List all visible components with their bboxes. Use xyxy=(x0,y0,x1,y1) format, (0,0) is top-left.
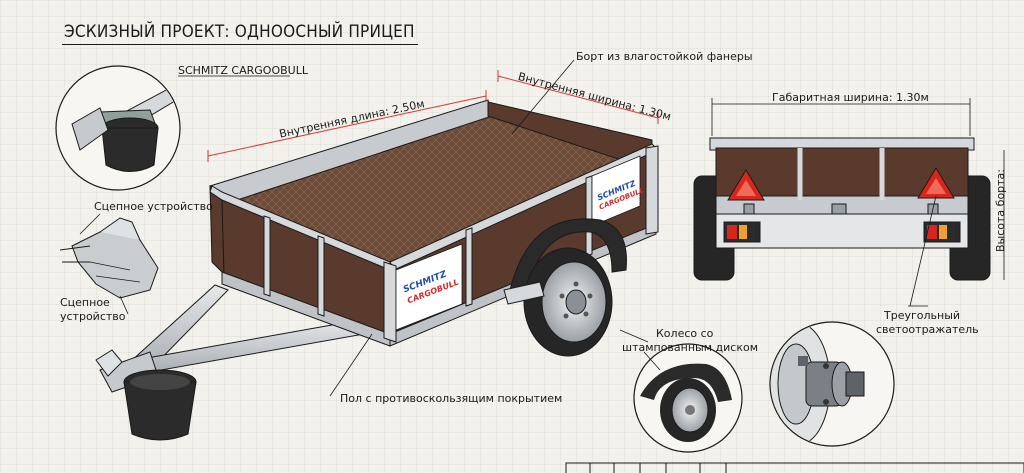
rear-view xyxy=(693,137,991,281)
coupling-detail-closeup xyxy=(59,217,159,299)
overall-width-label: Габаритная ширина: 1.30м xyxy=(772,91,929,104)
wheel-label-line1: Колесо со xyxy=(656,327,714,340)
reflector-label-line1: Треугольный xyxy=(884,309,961,322)
dimension-inner-length xyxy=(207,90,487,162)
wheel-detail-circle xyxy=(633,343,743,453)
floor-label: Пол с противоскользящим покрытием xyxy=(340,392,563,405)
hub-detail-circle xyxy=(769,321,895,447)
dimension-overall-width xyxy=(711,98,971,136)
dimension-inner-width xyxy=(497,70,659,124)
brand-callout-label: SCHMITZ CARGOOBULL xyxy=(178,64,308,77)
title-underline xyxy=(62,44,418,45)
coupling-label-2-line1: Сцепное xyxy=(60,296,110,309)
reflector-label-line2: светоотражатель xyxy=(876,323,979,336)
coupling-label-2-line2: устройство xyxy=(60,310,126,323)
wheel-label-line2: штампованным диском xyxy=(622,341,758,354)
side-board-label: Борт из влагостойкой фанеры xyxy=(576,50,753,63)
jockey-bucket xyxy=(123,369,197,441)
title-block-table xyxy=(565,462,1024,473)
page-title: ЭСКИЗНЫЙ ПРОЕКТ: ОДНООСНЫЙ ПРИЦЕП xyxy=(64,22,415,42)
main-wheel xyxy=(503,218,627,357)
board-height-label: Высота борта: xyxy=(994,168,1007,252)
coupling-detail-circle-top xyxy=(55,65,181,191)
coupling-label-1: Сцепное устройство xyxy=(94,200,213,213)
